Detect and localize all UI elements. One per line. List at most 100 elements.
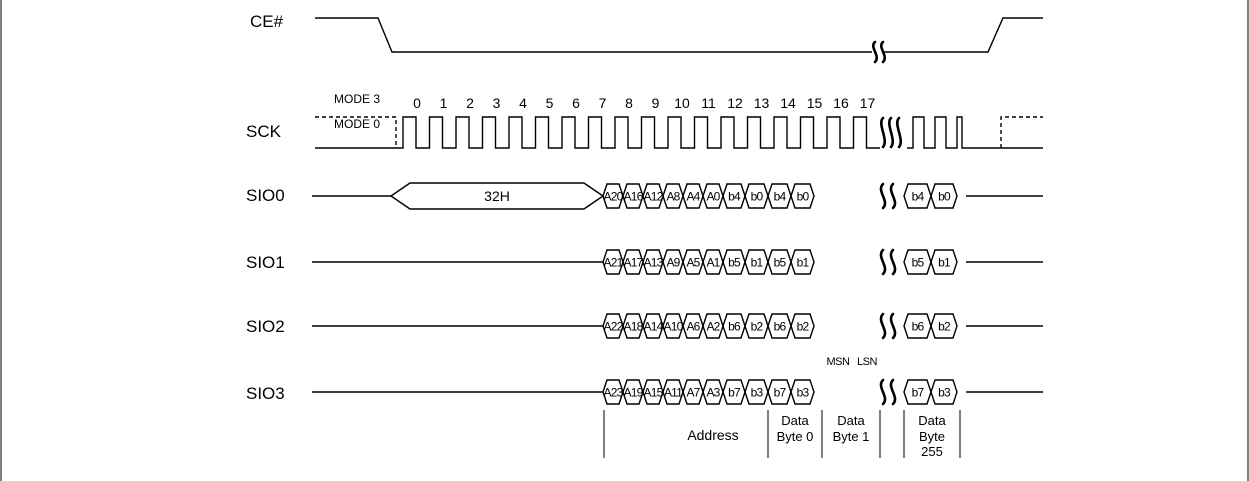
bus-cell (790, 183, 815, 209)
sck-waveform (315, 116, 999, 149)
clock-number: 1 (440, 95, 448, 111)
bus-value: b5 (774, 256, 787, 270)
bus-value: A22 (604, 320, 624, 334)
bus-value: A7 (686, 386, 700, 400)
bus-cell (930, 183, 958, 209)
bus-value: b7 (912, 386, 925, 400)
ce-waveform (315, 17, 1043, 53)
clock-number: 9 (652, 95, 660, 111)
bus-value: b2 (797, 320, 810, 334)
lsn-label: LSN (857, 356, 877, 368)
bus-value: A2 (706, 320, 720, 334)
bus-value: A17 (624, 256, 644, 270)
bus-cell (930, 313, 958, 339)
clock-number: 7 (599, 95, 607, 111)
bus-value: A5 (686, 256, 700, 270)
bus-value: A1 (706, 256, 720, 270)
group-dividers (603, 410, 961, 458)
byte1-label-line2: Byte 1 (833, 429, 870, 444)
sck-break-icon (880, 116, 902, 149)
bus-value: A11 (664, 386, 683, 400)
bus-cell (790, 379, 815, 405)
sio2-label: SIO2 (246, 317, 285, 336)
bus-value: A15 (644, 386, 664, 400)
byte1-label-line1: Data (837, 413, 865, 428)
clock-number: 6 (572, 95, 580, 111)
clock-number: 14 (780, 95, 796, 111)
clock-number: 0 (413, 95, 421, 111)
bus-value: b7 (728, 386, 741, 400)
address-group-label: Address (687, 427, 738, 443)
bus-value: b1 (797, 256, 810, 270)
sck-end-mode3 (1000, 116, 1043, 148)
sck-label: SCK (246, 122, 282, 141)
byte255-label-line1: Data (918, 413, 946, 428)
bus-value: b3 (797, 386, 810, 400)
clock-number: 10 (674, 95, 690, 111)
bus-value: b6 (728, 320, 741, 334)
clock-number: 12 (727, 95, 743, 111)
bus-value: b6 (912, 320, 925, 334)
clock-number: 4 (519, 95, 527, 111)
clock-number: 2 (466, 95, 474, 111)
bus-value: A23 (604, 386, 624, 400)
bus-value: A6 (686, 320, 700, 334)
bus-value: A13 (644, 256, 664, 270)
sio1-break-icon (879, 248, 897, 276)
bus-value: A16 (624, 190, 644, 204)
mode0-label: MODE 0 (334, 117, 380, 131)
bus-value: b1 (751, 256, 764, 270)
clock-number: 11 (701, 95, 716, 111)
bus-value: b3 (938, 386, 951, 400)
bus-value: A0 (706, 190, 720, 204)
sio0-label: SIO0 (246, 186, 285, 205)
sio3-label: SIO3 (246, 384, 285, 403)
byte0-label-line1: Data (781, 413, 809, 428)
bus-cell (790, 313, 815, 339)
clock-number: 15 (807, 95, 823, 111)
bus-cell (930, 379, 958, 405)
ce-label: CE# (250, 12, 284, 31)
sio2-break-icon (879, 312, 897, 340)
bus-value: b2 (938, 320, 951, 334)
bus-value: b0 (751, 190, 764, 204)
clock-number: 17 (860, 95, 876, 111)
bus-value: b4 (912, 190, 925, 204)
mode3-label: MODE 3 (334, 92, 380, 106)
bus-value: b0 (797, 190, 810, 204)
bus-value: A20 (604, 190, 624, 204)
bus-value: A3 (706, 386, 720, 400)
sio0-break-icon (879, 182, 897, 210)
bus-cell (930, 249, 958, 275)
byte0-label-line2: Byte 0 (777, 429, 814, 444)
bus-cell (790, 249, 815, 275)
bus-value: b4 (774, 190, 787, 204)
bus-value: b4 (728, 190, 741, 204)
ce-break-icon (872, 40, 886, 64)
bus-value: b7 (774, 386, 787, 400)
bus-value: A18 (624, 320, 644, 334)
bus-value: b6 (774, 320, 787, 334)
clock-number: 3 (493, 95, 501, 111)
bus-value: A9 (666, 256, 680, 270)
clock-number: 16 (833, 95, 849, 111)
sck-mode3-idle (315, 116, 397, 148)
clock-number: 8 (625, 95, 633, 111)
byte255-label-line3: 255 (921, 444, 943, 459)
bus-value: A21 (604, 256, 624, 270)
msn-label: MSN (827, 356, 851, 368)
clock-number: 5 (546, 95, 554, 111)
sio0-command-value: 32H (484, 188, 510, 204)
bus-value: b2 (751, 320, 764, 334)
bus-value: b0 (938, 190, 951, 204)
sio3-break-icon (879, 378, 897, 406)
bus-value: A12 (644, 190, 664, 204)
